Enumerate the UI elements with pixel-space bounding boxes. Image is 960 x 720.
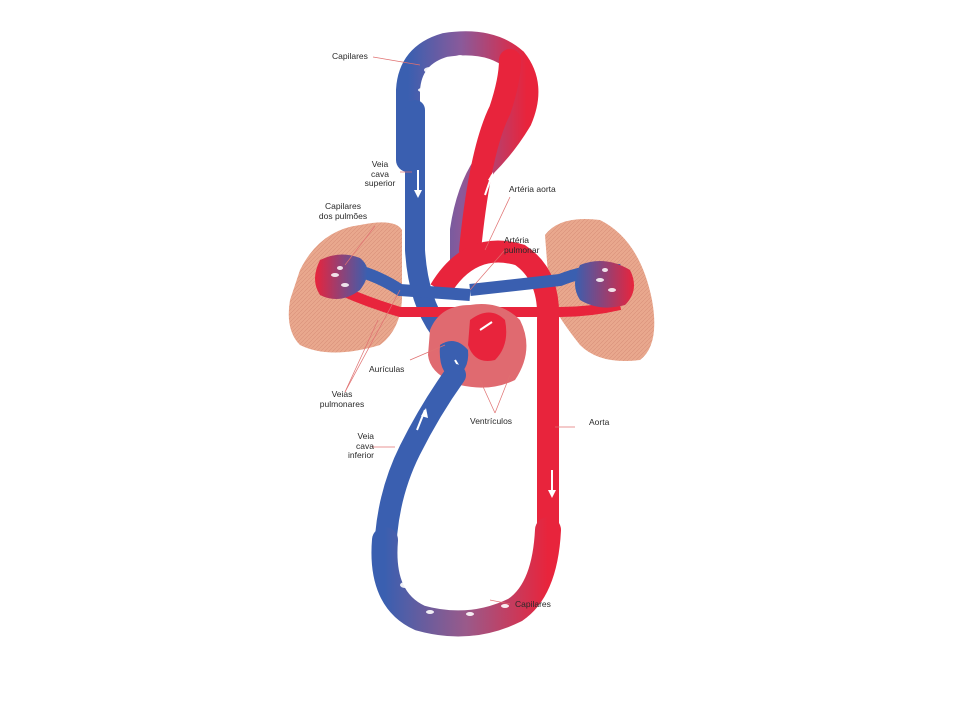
label-capilares-top: Capilares bbox=[332, 51, 368, 61]
pulmonary-vessels bbox=[315, 254, 634, 317]
label-arteria-aorta: Artéria aorta bbox=[509, 184, 556, 194]
label-aorta: Aorta bbox=[589, 417, 610, 427]
leader-lines bbox=[344, 56, 575, 605]
label-arteria-pulmonar: Artéria pulmonar bbox=[504, 235, 540, 255]
label-ventriculos: Ventrículos bbox=[470, 416, 513, 426]
descending-aorta-arrow bbox=[548, 470, 556, 498]
inferior-vena-cava bbox=[374, 364, 466, 571]
aortic-arch bbox=[430, 49, 560, 540]
label-capilares-pulmoes: Capilares dos pulmões bbox=[318, 201, 368, 221]
label-auriculas: Aurículas bbox=[369, 364, 405, 374]
bottom-capillary-network bbox=[371, 517, 561, 637]
label-veia-cava-inferior: Veia cava inferior bbox=[348, 431, 374, 460]
label-capilares-bottom: Capilares bbox=[515, 599, 551, 609]
label-veias-pulmonares: Veias pulmonares bbox=[319, 389, 365, 409]
label-veia-cava-superior: Veia cava superior bbox=[364, 159, 396, 188]
